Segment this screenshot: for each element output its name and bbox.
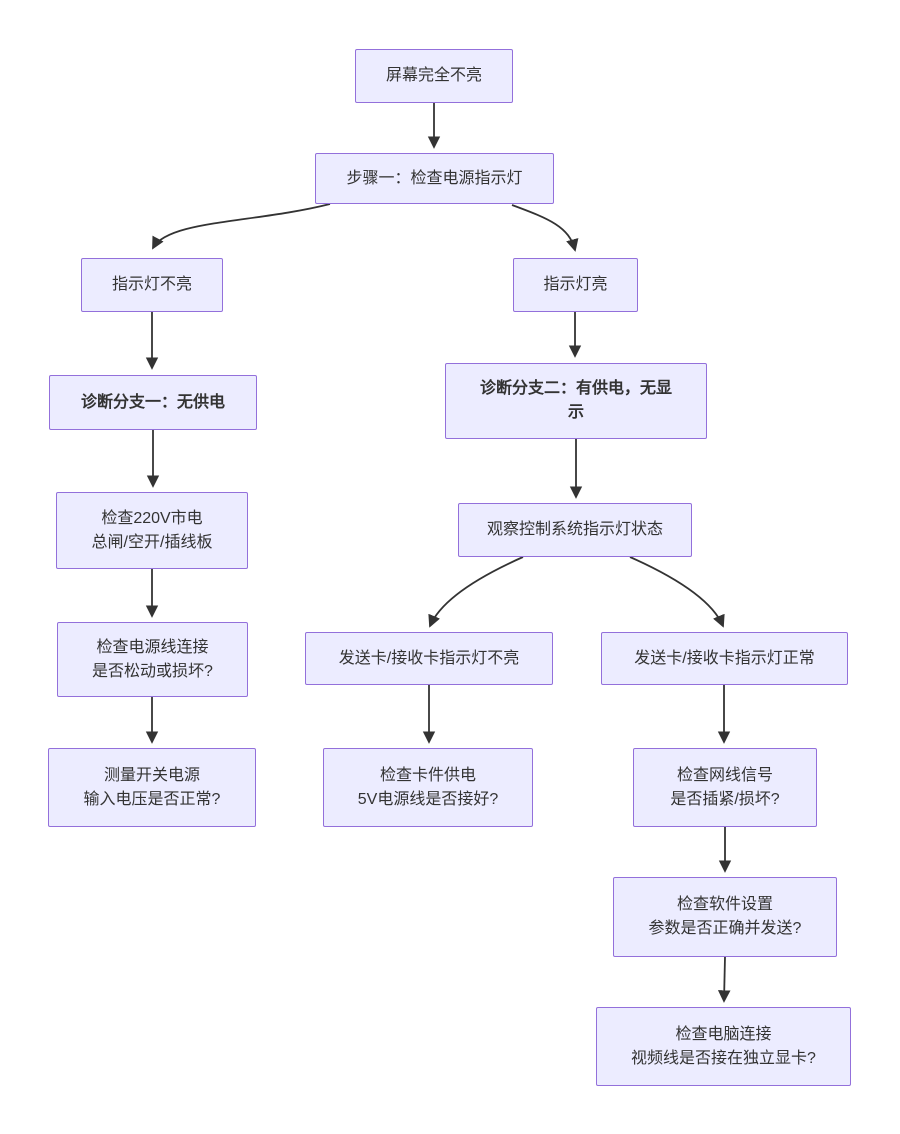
node-label: 指示灯不亮 — [111, 276, 192, 293]
node-check-pc-connection: 检查电脑连接 视频线是否接在独立显卡? — [596, 1007, 851, 1086]
node-cards-led-off: 发送卡/接收卡指示灯不亮 — [305, 632, 553, 685]
node-check-220v-mains: 检查220V市电 总闸/空开/插线板 — [56, 492, 248, 569]
node-label: 步骤一：检查电源指示灯 — [346, 169, 523, 187]
node-led-on: 指示灯亮 — [513, 258, 638, 312]
node-branch2-power-no-display: 诊断分支二：有供电，无显 示 — [445, 363, 707, 439]
node-label: 诊断分支一：无供电 — [80, 393, 225, 411]
node-label: 观察控制系统指示灯状态 — [486, 521, 663, 538]
node-check-software-settings: 检查软件设置 参数是否正确并发送? — [613, 877, 837, 957]
node-label: 是否松动或损坏? — [92, 662, 213, 680]
node-label: 指示灯亮 — [543, 276, 608, 293]
node-label: 视频线是否接在独立显卡? — [631, 1049, 816, 1067]
node-label: 5V电源线是否接好? — [357, 790, 499, 808]
node-label: 输入电压是否正常? — [83, 790, 221, 808]
edge-observe-to-cards-ok — [629, 556, 725, 628]
node-check-lan-signal: 检查网线信号 是否插紧/损坏? — [633, 748, 817, 827]
node-label: 参数是否正确并发送? — [648, 920, 802, 937]
node-label: 诊断分支二：有供电，无显 — [479, 380, 672, 397]
edge-software-to-pc — [717, 956, 731, 1003]
node-label: 屏幕完全不亮 — [385, 67, 482, 84]
node-label: 检查卡件供电 — [379, 766, 476, 784]
node-label: 发送卡/接收卡指示灯不亮 — [338, 649, 520, 667]
node-label: 检查网线信号 — [676, 766, 773, 784]
node-label: 检查电源线连接 — [96, 638, 209, 656]
node-branch1-no-power: 诊断分支一：无供电 — [49, 375, 257, 430]
node-label: 示 — [567, 404, 584, 421]
node-observe-control-leds: 观察控制系统指示灯状态 — [458, 503, 692, 557]
node-label: 是否插紧/损坏? — [670, 790, 780, 808]
edge-step1-to-led-on — [511, 204, 579, 252]
node-label: 测量开关电源 — [103, 766, 200, 784]
edge-step1-to-led-off — [152, 203, 331, 250]
node-step1-check-power-led: 步骤一：检查电源指示灯 — [315, 153, 554, 204]
node-cards-led-normal: 发送卡/接收卡指示灯正常 — [601, 632, 848, 685]
node-screen-dark: 屏幕完全不亮 — [355, 49, 513, 103]
node-check-power-cable: 检查电源线连接 是否松动或损坏? — [57, 622, 248, 697]
node-label: 检查软件设置 — [676, 896, 773, 913]
node-check-card-power: 检查卡件供电 5V电源线是否接好? — [323, 748, 533, 827]
node-label: 发送卡/接收卡指示灯正常 — [634, 649, 815, 667]
node-measure-psu-voltage: 测量开关电源 输入电压是否正常? — [48, 748, 256, 827]
node-label: 总闸/空开/插线板 — [91, 533, 213, 551]
node-label: 检查电脑连接 — [675, 1025, 772, 1043]
edge-observe-to-cards-off — [428, 556, 524, 628]
node-label: 检查220V市电 — [101, 509, 203, 527]
node-led-off: 指示灯不亮 — [81, 258, 223, 312]
